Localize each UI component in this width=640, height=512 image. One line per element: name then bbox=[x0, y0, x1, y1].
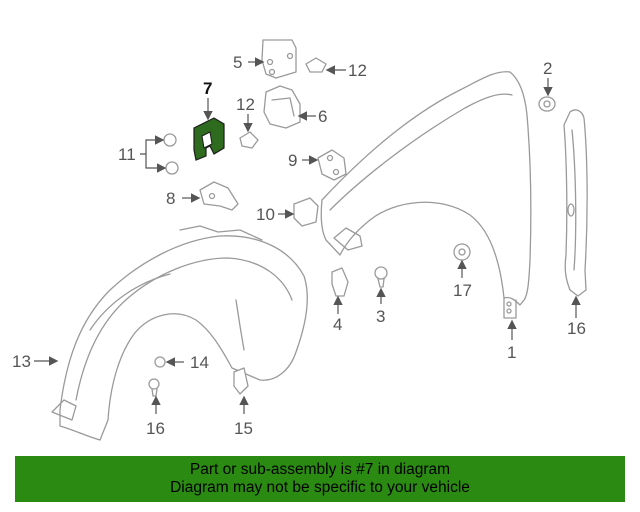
callout-7: 7 bbox=[203, 79, 212, 98]
callout-4: 4 bbox=[333, 315, 342, 334]
clip-part-15 bbox=[233, 367, 249, 395]
callout-6: 6 bbox=[318, 107, 327, 126]
callout-15: 15 bbox=[234, 419, 253, 438]
clip-part-4 bbox=[331, 267, 349, 297]
fender-part bbox=[320, 71, 532, 319]
bracket-part-6 bbox=[263, 85, 301, 129]
screw-part-14 bbox=[154, 356, 166, 368]
callout-1: 1 bbox=[507, 343, 516, 362]
info-banner: Part or sub-assembly is #7 in diagram Di… bbox=[15, 456, 625, 502]
bracket-part-10 bbox=[293, 197, 319, 227]
clip-part-11 bbox=[163, 133, 179, 175]
callout-18: 17 bbox=[453, 281, 472, 300]
bracket-part-8 bbox=[199, 181, 239, 211]
bracket-part-9 bbox=[317, 149, 347, 181]
callout-17: 16 bbox=[567, 319, 586, 338]
screw-part-3 bbox=[374, 266, 388, 288]
fender-bracket-part bbox=[563, 109, 588, 297]
callout-12-left: 12 bbox=[236, 95, 255, 114]
callout-11: 11 bbox=[118, 145, 136, 164]
wheelhouse-liner-part-13 bbox=[51, 225, 308, 441]
callout-9: 9 bbox=[288, 151, 297, 170]
callout-5: 5 bbox=[233, 53, 242, 72]
bracket-part-5 bbox=[261, 39, 297, 79]
clip-part-2 bbox=[538, 96, 556, 112]
callout-labels: 7 5 12 12 6 11 8 9 10 2 17 3 4 1 16 13 1… bbox=[12, 53, 586, 438]
clip-part-12-top bbox=[305, 57, 327, 73]
leader-lines bbox=[34, 57, 581, 414]
banner-line-1: Part or sub-assembly is #7 in diagram bbox=[189, 461, 451, 478]
callout-14: 14 bbox=[190, 353, 209, 372]
callout-16: 16 bbox=[146, 419, 165, 438]
highlighted-bracket-part-7 bbox=[193, 117, 225, 161]
callout-12-top: 12 bbox=[348, 61, 367, 80]
nut-part-18 bbox=[453, 243, 471, 261]
callout-10: 10 bbox=[256, 205, 275, 224]
screw-part-16 bbox=[148, 378, 160, 397]
callout-8: 8 bbox=[166, 189, 175, 208]
callout-2: 2 bbox=[543, 59, 552, 78]
clip-part-12-left bbox=[239, 131, 259, 149]
callout-3: 3 bbox=[376, 307, 385, 326]
callout-13: 13 bbox=[12, 352, 31, 371]
parts-diagram: 7 5 12 12 6 11 8 9 10 2 17 3 4 1 16 13 1… bbox=[12, 39, 588, 441]
banner-line-2: Diagram may not be specific to your vehi… bbox=[170, 479, 470, 496]
